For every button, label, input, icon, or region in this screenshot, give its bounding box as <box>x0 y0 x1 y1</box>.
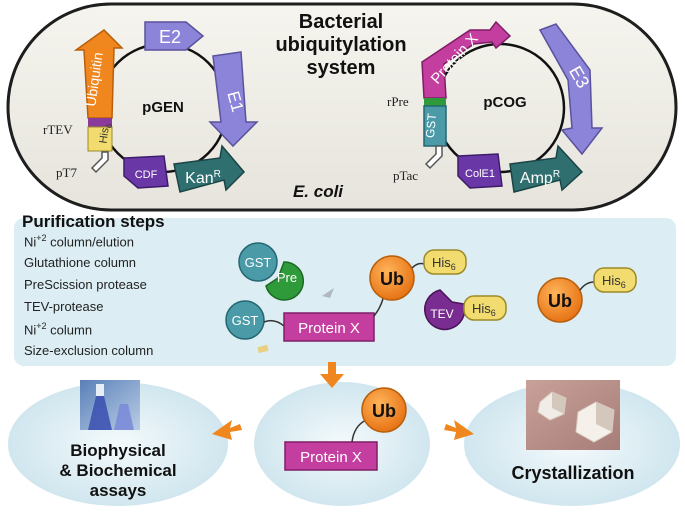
site-rtev: rTEV <box>43 122 73 137</box>
gene-e2-label: E2 <box>159 27 181 47</box>
plasmid-pgen: E2 E1 Ubiquitin His6 CDF KanR p <box>43 21 259 193</box>
gene-cole1: ColE1 <box>457 153 503 189</box>
system-title-line-2: ubiquitylation <box>275 34 406 56</box>
plasmid-pcog-label: pCOG <box>483 94 526 111</box>
gst-pre-complex: GST Pre <box>238 242 305 301</box>
purification-step-3: PreScission protease <box>24 277 147 292</box>
plasmid-pcog: Protein X GST E3 ColE1 AmpR pCOG rPre pT… <box>387 20 604 193</box>
assays-label-2: & Biochemical <box>59 461 176 480</box>
pre-site-bar <box>424 98 446 106</box>
ub-free-label: Ub <box>548 291 572 311</box>
gene-cole1-label: ColE1 <box>465 168 495 180</box>
system-title: Bacterial ubiquitylation system <box>275 11 406 79</box>
purification-title: Purification steps <box>22 212 165 231</box>
tev-site-bar <box>88 118 112 127</box>
purification-step-6: Size-exclusion column <box>24 343 154 358</box>
debris-mark <box>322 288 334 298</box>
protein-x-product <box>284 441 378 471</box>
gene-his6: His6 <box>87 122 114 152</box>
gene-gst-label: GST <box>423 112 439 138</box>
his-fusion-label: His6 <box>432 255 456 272</box>
plasmid-pgen-label: pGEN <box>142 99 184 116</box>
purification-panel <box>14 218 676 366</box>
pre-label: Pre <box>277 270 297 285</box>
purification-step-2: Glutathione column <box>24 255 137 270</box>
his6-tag <box>423 249 467 275</box>
assay-photo <box>80 380 140 430</box>
gene-kanr: KanR <box>173 144 246 193</box>
purification-step-4: TEV-protease <box>24 299 104 314</box>
ub-fusion-label: Ub <box>380 269 404 289</box>
gene-amp-label: AmpR <box>520 169 560 187</box>
his-free-label: His6 <box>602 273 626 290</box>
site-pt7: pT7 <box>56 165 77 180</box>
fusion-complex: GST Protein X Ub His6 <box>225 249 467 342</box>
gene-e1: E1 <box>208 51 259 148</box>
prescission-protease <box>265 261 305 301</box>
arrow-right <box>444 420 474 440</box>
assays-label-1: Biophysical <box>70 441 165 460</box>
cell-label: E. coli <box>293 182 344 201</box>
gene-kan-label: KanR <box>185 169 221 187</box>
gene-cdf: CDF <box>123 155 169 189</box>
final-product: Protein X Ub <box>284 387 407 471</box>
arrow-left <box>212 420 242 440</box>
gst-top-label: GST <box>245 255 272 270</box>
gene-his-label: His6 <box>97 122 114 145</box>
system-title-line-3: system <box>307 57 376 79</box>
purification-step-5: Ni+2 column <box>24 321 93 338</box>
ub-his-free: Ub His6 <box>537 267 637 323</box>
gene-e1-label: E1 <box>223 89 247 114</box>
purification-step-1: Ni+2 column/elution <box>24 233 134 250</box>
ub-domain <box>369 255 415 301</box>
debris-mark <box>257 344 269 354</box>
gst-domain <box>225 300 265 340</box>
gene-ubiquitin: Ubiquitin <box>73 29 124 119</box>
crystallization-label: Crystallization <box>511 463 634 483</box>
site-rpre: rPre <box>387 94 409 109</box>
gst-fusion-label: GST <box>232 313 259 328</box>
gene-ubiquitin-label: Ubiquitin <box>82 51 105 107</box>
gene-ampr: AmpR <box>509 144 584 193</box>
gene-gst: GST <box>423 105 447 147</box>
promoter-tac <box>424 145 443 170</box>
system-title-line-1: Bacterial <box>299 11 384 33</box>
his6-free-tag <box>593 267 637 293</box>
protein-x-domain <box>283 312 375 342</box>
site-ptac: pTac <box>393 168 418 183</box>
his6-tev-tag <box>463 295 507 321</box>
ecoli-cell <box>6 2 678 212</box>
gene-e2: E2 <box>144 21 205 51</box>
tev-his-complex: TEV His6 <box>424 289 507 331</box>
gene-cdf-label: CDF <box>135 169 158 181</box>
protein-x-product-label: Protein X <box>300 449 362 466</box>
gene-e3: E3 <box>538 23 604 156</box>
tev-label: TEV <box>430 307 453 321</box>
protein-x-fusion-label: Protein X <box>298 320 360 337</box>
arrow-down <box>320 362 344 388</box>
his-tev-label: His6 <box>472 301 496 318</box>
ub-product <box>361 387 407 433</box>
assays-oval <box>8 382 228 506</box>
assays-label-3: assays <box>90 481 147 500</box>
ub-product-label: Ub <box>372 401 396 421</box>
promoter-t7 <box>90 151 109 174</box>
crystal-photo <box>526 380 620 450</box>
